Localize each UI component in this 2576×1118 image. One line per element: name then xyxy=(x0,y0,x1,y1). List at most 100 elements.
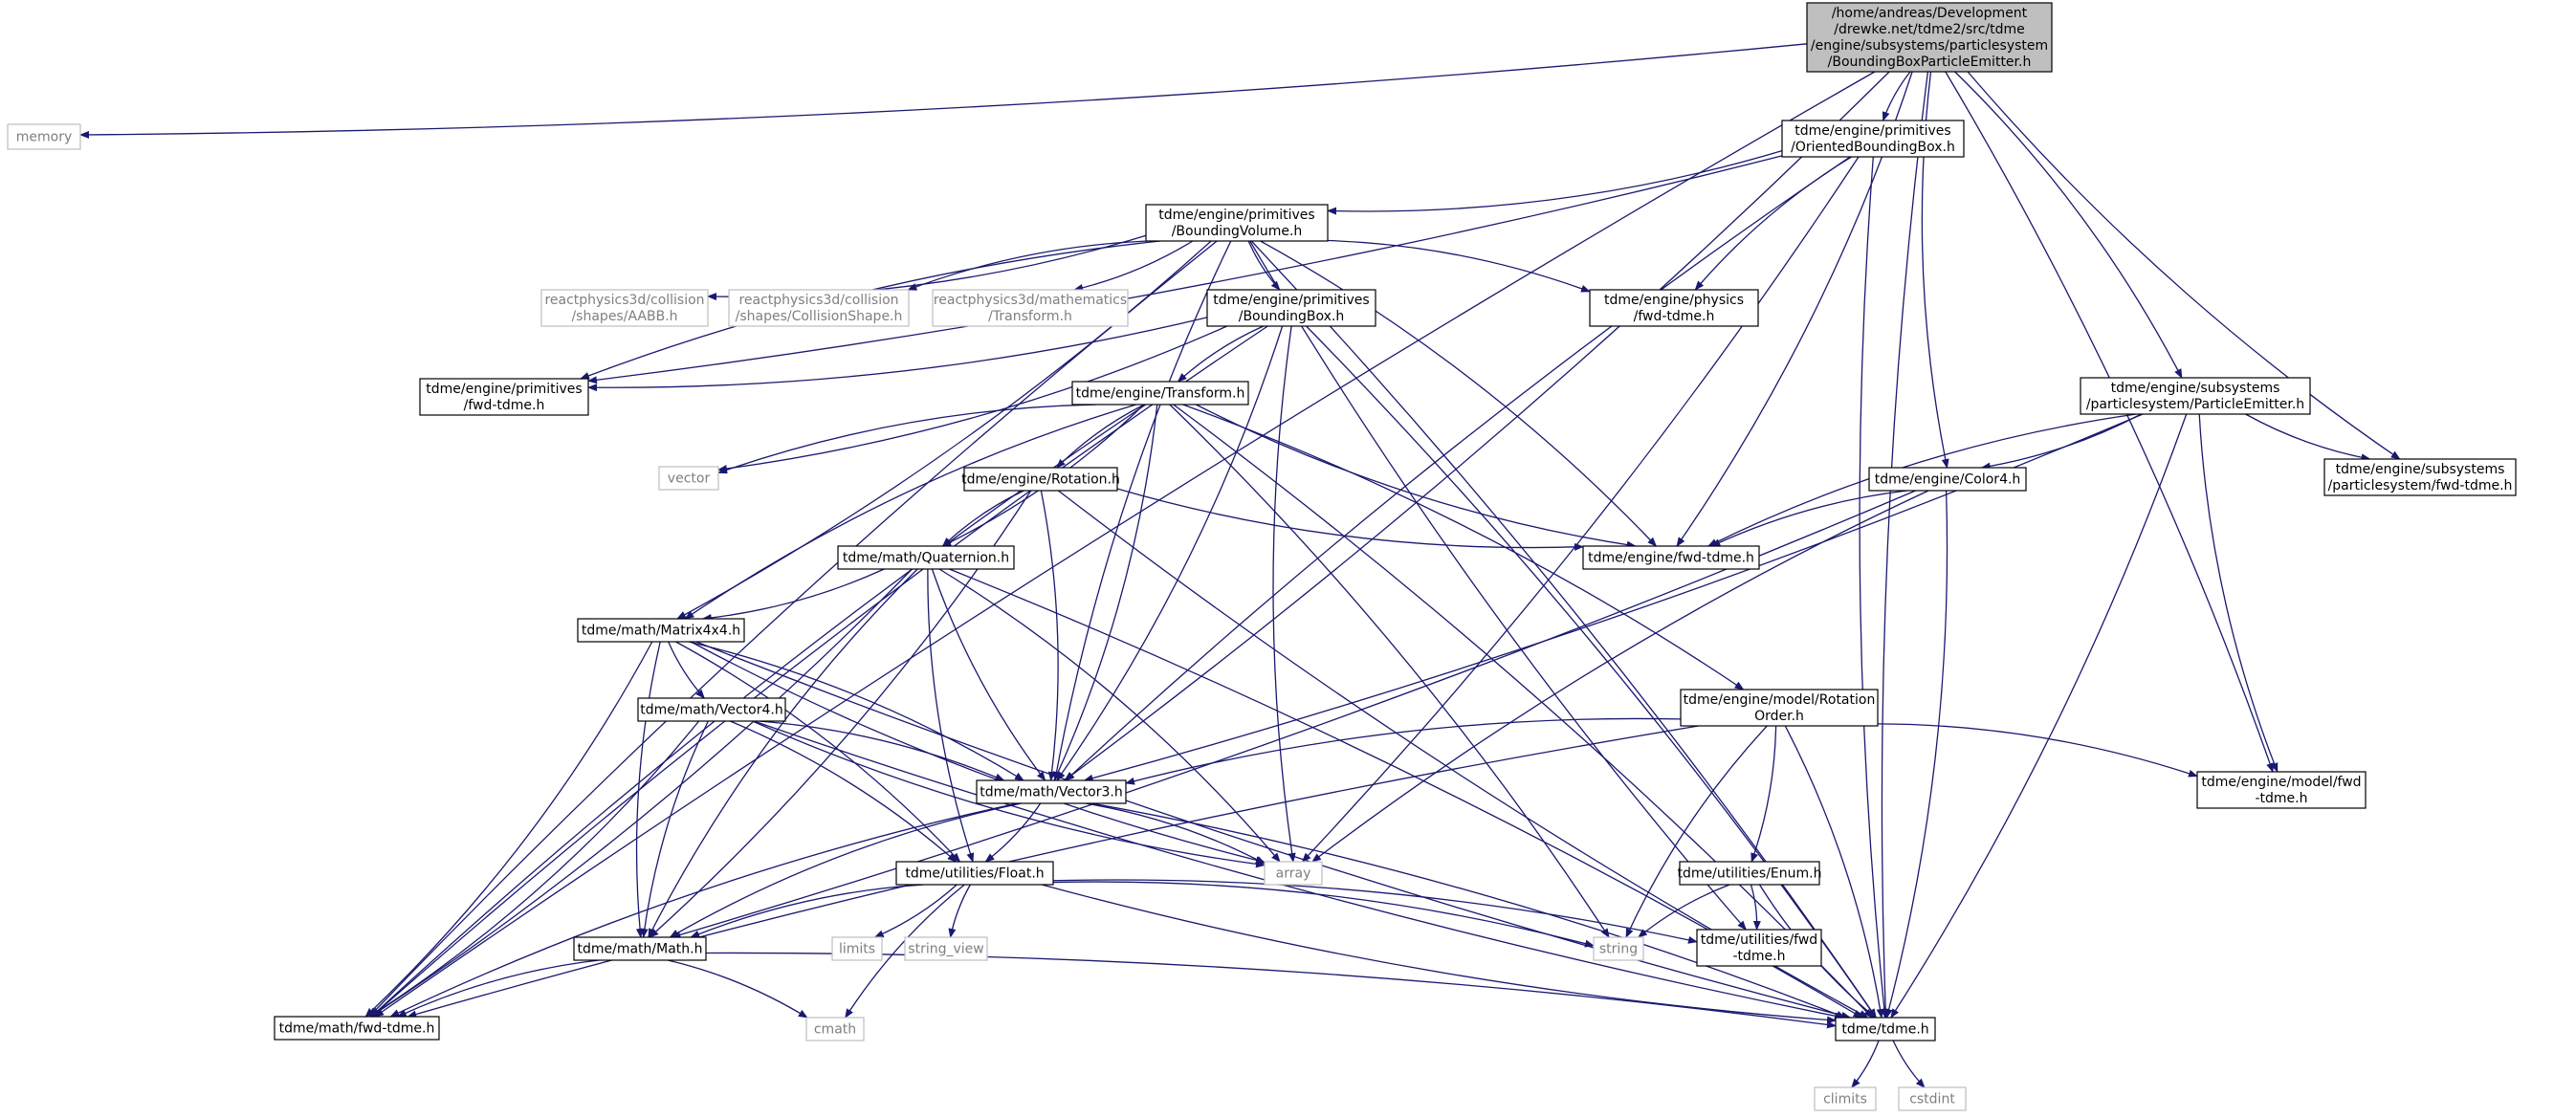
node-box xyxy=(904,936,988,961)
edge-rotation-to-vec3 xyxy=(1040,490,1059,781)
node-box xyxy=(963,467,1118,492)
node-label-line: tdme/engine/primitives xyxy=(426,382,582,397)
node-label-line: /drewke.net/tdme2/src/tdme xyxy=(1834,22,2025,37)
edge-rotorder-to-mathfwd xyxy=(407,725,1699,1019)
node-label-line: cmath xyxy=(814,1022,856,1038)
edge-rotorder-to-string xyxy=(1625,725,1768,938)
node-tdme[interactable]: tdme/tdme.h xyxy=(1835,1017,1936,1041)
edge-math-to-mathfwd xyxy=(396,959,600,1018)
node-label-line: tdme/engine/primitives xyxy=(1213,293,1369,308)
edge-root-to-tdme xyxy=(1881,71,1929,1019)
edge-root-to-pe xyxy=(1954,71,2183,379)
node-string_view: string_view xyxy=(904,936,988,961)
node-label-line: vector xyxy=(668,471,711,487)
edge-transform-to-enginefwd xyxy=(1196,404,1637,549)
node-label-line: tdme/engine/primitives xyxy=(1794,123,1950,139)
edge-bb-to-mathfwd xyxy=(370,325,1268,1018)
node-box xyxy=(1898,1086,1967,1111)
node-label-line: tdme/engine/Color4.h xyxy=(1875,472,2021,488)
edge-bv-to-tdme xyxy=(1250,240,1877,1019)
edge-rotation-to-quat xyxy=(941,490,1024,547)
edge-math-to-cmath xyxy=(667,959,808,1019)
node-box xyxy=(837,545,1015,570)
edge-tdme-to-cstdint xyxy=(1892,1040,1926,1088)
edge-obb-to-tdme xyxy=(1859,156,1888,1019)
node-mat4[interactable]: tdme/math/Matrix4x4.h xyxy=(577,618,745,643)
node-transform[interactable]: tdme/engine/Transform.h xyxy=(1071,381,1249,406)
node-math[interactable]: tdme/math/Math.h xyxy=(573,936,707,961)
node-label-line: tdme/engine/physics xyxy=(1604,293,1744,308)
node-bv[interactable]: tdme/engine/primitives/BoundingVolume.h xyxy=(1145,204,1329,242)
edge-transform-to-vector xyxy=(717,404,1097,474)
edge-obb-to-primfwd xyxy=(587,155,1783,384)
edge-quat-to-vec3 xyxy=(931,568,1046,781)
node-box xyxy=(976,779,1127,804)
node-label-line: string xyxy=(1599,942,1638,957)
node-box xyxy=(1679,861,1820,886)
edge-pe-to-color4 xyxy=(1980,413,2142,471)
node-label-line: Order.h xyxy=(1754,709,1804,724)
node-array: array xyxy=(1264,861,1323,886)
node-psfwd[interactable]: tdme/engine/subsystems/particlesystem/fw… xyxy=(2323,458,2517,496)
node-box xyxy=(805,1017,865,1041)
node-root[interactable]: /home/andreas/Development/drewke.net/tdm… xyxy=(1806,2,2053,73)
node-box xyxy=(577,618,745,643)
edge-bv-to-vec3 xyxy=(1052,240,1232,781)
edge-root-to-psfwd xyxy=(1967,71,2401,460)
edge-vec3-to-mathfwd xyxy=(389,802,1018,1018)
edge-float-to-string_view xyxy=(948,884,971,938)
edge-bb-to-primfwd xyxy=(587,317,1208,392)
node-rotation[interactable]: tdme/engine/Rotation.h xyxy=(961,467,1120,492)
node-label-line: /Transform.h xyxy=(988,309,1072,324)
node-box xyxy=(274,1016,440,1041)
edge-quat-to-mat4 xyxy=(701,568,885,622)
edge-transform-to-vec3 xyxy=(1053,404,1158,781)
node-aabb: reactphysics3d/collision/shapes/AABB.h xyxy=(540,289,709,327)
node-float[interactable]: tdme/utilities/Float.h xyxy=(895,861,1054,886)
node-label-line: reactphysics3d/collision xyxy=(544,293,704,308)
edge-rotation-to-enginefwd xyxy=(1116,488,1584,551)
edge-bv-to-rptransform xyxy=(1073,240,1194,292)
edge-bv-to-physfwd xyxy=(1327,239,1591,293)
edge-bv-to-utilfwd xyxy=(1249,240,1747,931)
node-label-line: tdme/tdme.h xyxy=(1841,1022,1928,1038)
node-utilfwd[interactable]: tdme/utilities/fwd-tdme.h xyxy=(1696,929,1822,967)
edge-vec3-to-math xyxy=(669,802,1022,938)
edge-bv-to-aabb xyxy=(707,234,1147,301)
node-label-line: tdme/math/fwd-tdme.h xyxy=(279,1021,435,1037)
edge-obb-to-vec3 xyxy=(1065,156,1851,781)
edge-quat-to-mathfwd xyxy=(369,568,913,1018)
node-box xyxy=(1680,689,1879,727)
node-vec4[interactable]: tdme/math/Vector4.h xyxy=(637,697,786,722)
node-modelfwd[interactable]: tdme/engine/model/fwd-tdme.h xyxy=(2196,771,2367,809)
node-mathfwd[interactable]: tdme/math/fwd-tdme.h xyxy=(274,1016,440,1041)
edge-tdme-to-climits xyxy=(1851,1040,1880,1088)
edge-rotorder-to-enum xyxy=(1750,725,1777,863)
node-enginefwd[interactable]: tdme/engine/fwd-tdme.h xyxy=(1582,545,1760,570)
node-limits: limits xyxy=(831,936,883,961)
node-color4[interactable]: tdme/engine/Color4.h xyxy=(1868,467,2027,492)
node-bb[interactable]: tdme/engine/primitives/BoundingBox.h xyxy=(1206,289,1376,327)
node-box xyxy=(1781,120,1965,158)
edge-pe-to-psfwd xyxy=(2245,413,2371,462)
node-vec3[interactable]: tdme/math/Vector3.h xyxy=(976,779,1127,804)
edge-mat4-to-vec4 xyxy=(668,641,705,699)
edge-math-to-tdme xyxy=(705,952,1837,1029)
node-label-line: tdme/math/Vector4.h xyxy=(640,703,782,718)
edge-bb-to-tdme xyxy=(1306,325,1877,1019)
node-obb[interactable]: tdme/engine/primitives/OrientedBoundingB… xyxy=(1781,120,1965,158)
node-label-line: array xyxy=(1276,866,1311,882)
edge-obb-to-array xyxy=(1301,156,1860,863)
node-physfwd[interactable]: tdme/engine/physics/fwd-tdme.h xyxy=(1589,289,1759,327)
node-label-line: /particlesystem/fwd-tdme.h xyxy=(2328,478,2513,493)
node-pe[interactable]: tdme/engine/subsystems/particlesystem/Pa… xyxy=(2080,377,2311,415)
edge-mat4-to-array xyxy=(690,641,1266,865)
node-label-line: /shapes/CollisionShape.h xyxy=(736,309,903,324)
edge-bb-to-transform xyxy=(1177,325,1265,383)
node-primfwd[interactable]: tdme/engine/primitives/fwd-tdme.h xyxy=(419,378,589,416)
node-quat[interactable]: tdme/math/Quaternion.h xyxy=(837,545,1015,570)
node-label-line: string_view xyxy=(908,942,983,957)
node-enum[interactable]: tdme/utilities/Enum.h xyxy=(1678,861,1822,886)
node-label-line: /particlesystem/ParticleEmitter.h xyxy=(2086,397,2304,412)
